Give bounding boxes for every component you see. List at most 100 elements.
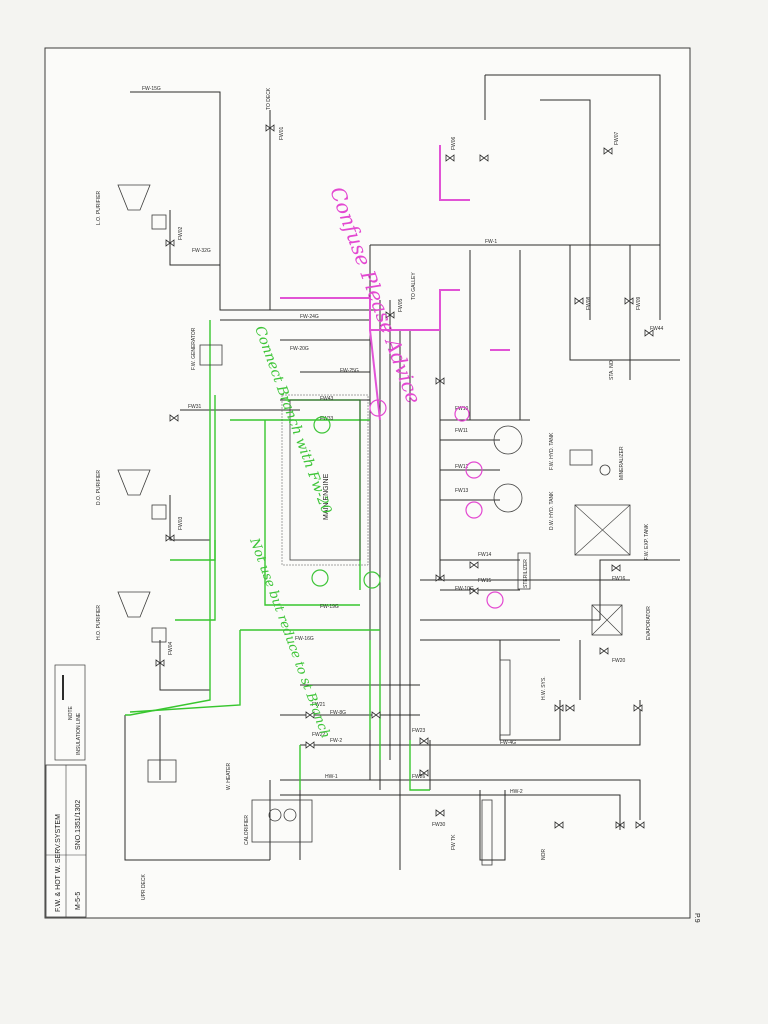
evaporator: EVAPORATOR bbox=[591, 604, 652, 640]
valve-symbol bbox=[371, 711, 381, 719]
valve-symbol bbox=[435, 809, 445, 817]
valve-symbol bbox=[599, 647, 609, 655]
mineralizer: MINERALIZER bbox=[569, 446, 625, 480]
title-block: F.W. & HOT W. SERV.SYSTEM SNO.1351/1302 … bbox=[45, 764, 87, 918]
line-tag: FW-15G bbox=[142, 86, 161, 92]
ho-purifier: H.O. PURIFIER bbox=[96, 591, 167, 643]
lo-purifier-label: L.O. PURIFIER bbox=[96, 190, 102, 225]
valve-symbol bbox=[165, 239, 175, 247]
legend-item: INSULATION LINE bbox=[76, 712, 82, 755]
valve-symbol bbox=[554, 821, 564, 829]
valve-symbol bbox=[305, 711, 315, 719]
valve-tag: FW22 bbox=[312, 732, 326, 738]
legend: NOTE INSULATION LINE bbox=[54, 664, 86, 761]
line-tags: FW-15G FW-32G FW-24G FW-20G FW-25G FW-16… bbox=[142, 86, 523, 795]
valve-tag: FW44 bbox=[650, 326, 664, 332]
ho-purifier-label: H.O. PURIFIER bbox=[96, 605, 102, 640]
fw-generator: F.W. GENERATOR bbox=[191, 327, 223, 370]
valve-tag: FW31 bbox=[188, 404, 202, 410]
lo-purifier: L.O. PURIFIER bbox=[96, 184, 167, 230]
valve-symbol bbox=[644, 329, 654, 337]
valve-symbol bbox=[633, 704, 643, 712]
line-tag: FW-20G bbox=[290, 346, 309, 352]
line-tag: FW-32G bbox=[192, 248, 211, 254]
valve-tag: FW23 bbox=[412, 728, 426, 734]
valve-tag: FW30 bbox=[432, 822, 446, 828]
valve-symbol bbox=[165, 534, 175, 542]
valve-symbol bbox=[554, 704, 564, 712]
side-labels: TO DECK FW TK NOR H.W. SYS. TO GALLEY ST… bbox=[141, 87, 615, 900]
line-tag: FW-1 bbox=[485, 239, 497, 245]
valve-tag: FW20 bbox=[612, 658, 626, 664]
valve-symbol bbox=[155, 659, 165, 667]
evaporator-label: EVAPORATOR bbox=[646, 606, 652, 640]
mineralizer-label: MINERALIZER bbox=[619, 446, 625, 480]
calorifier-label: CALORIFIER bbox=[244, 815, 250, 845]
fw-exp-tank-label: F.W. EXP. TANK bbox=[644, 523, 650, 560]
valve-symbol bbox=[265, 124, 275, 132]
line-tag: FW-2 bbox=[330, 738, 342, 744]
line-tag: FW-19G bbox=[320, 604, 339, 610]
valve-tag: FW08 bbox=[586, 296, 592, 310]
valve-tag: FW12 bbox=[455, 464, 469, 470]
valve-tag: FW43 bbox=[320, 396, 334, 402]
nor-label: NOR bbox=[541, 849, 547, 861]
valve-tag: FW09 bbox=[636, 296, 642, 310]
valve-tag: FW04 bbox=[168, 641, 174, 655]
do-purifier-label: D.O. PURIFIER bbox=[96, 470, 102, 505]
valve-tag: FW11 bbox=[455, 428, 468, 434]
sta-no-label: STA. NO bbox=[609, 360, 615, 380]
valve-symbol bbox=[305, 741, 315, 749]
valve-symbol bbox=[469, 561, 479, 569]
fw-generator-label: F.W. GENERATOR bbox=[191, 327, 197, 370]
valve-tag: FW02 bbox=[178, 226, 184, 240]
valve-symbol bbox=[469, 587, 479, 595]
valve-symbol bbox=[419, 769, 429, 777]
sterilizer-label: STERILIZER bbox=[523, 559, 529, 588]
valve-tag: FW10 bbox=[455, 406, 469, 412]
pipework bbox=[124, 74, 680, 870]
green-markup-lines bbox=[125, 320, 430, 791]
fw-hyd-tank: F.W. HYD. TANK bbox=[493, 425, 555, 470]
line-tag: FW-16G bbox=[295, 636, 314, 642]
valve-symbol bbox=[624, 297, 634, 305]
page-number: P.9 bbox=[693, 913, 700, 923]
dw-hyd-tank: D.W. HYD. TANK bbox=[493, 483, 555, 530]
line-tag: FW-8G bbox=[330, 710, 346, 716]
valve-tag: FW07 bbox=[614, 131, 620, 145]
fw-hyd-tank-label: F.W. HYD. TANK bbox=[549, 432, 555, 470]
valve-symbol bbox=[603, 147, 613, 155]
drawing-number: M-5-5 bbox=[75, 892, 82, 910]
water-heater-label: W. HEATER bbox=[226, 762, 232, 790]
valve-symbol bbox=[435, 574, 445, 582]
line-tag: FW-10G bbox=[455, 586, 474, 592]
to-galley-label: TO GALLEY bbox=[411, 272, 417, 300]
valve-symbol bbox=[574, 297, 584, 305]
calorifier: CALORIFIER bbox=[244, 799, 313, 845]
fw-tk-label: FW TK bbox=[451, 834, 457, 850]
valve-symbol bbox=[565, 704, 575, 712]
upr-deck-label: UPR DECK bbox=[141, 873, 147, 900]
line-tag: FW-4G bbox=[500, 740, 516, 746]
main-engine-label: MAIN ENGINE bbox=[323, 473, 330, 520]
water-heater: W. HEATER bbox=[147, 759, 232, 790]
hw-sys-label: H.W. SYS. bbox=[541, 676, 547, 700]
valve-tag: FW21 bbox=[312, 702, 326, 708]
valve-symbol bbox=[479, 154, 489, 162]
valve-tag: FW13 bbox=[455, 488, 469, 494]
ship-number: SNO.1351/1302 bbox=[75, 800, 82, 850]
valve-symbol bbox=[611, 564, 621, 572]
valve-symbol bbox=[169, 414, 179, 422]
valve-symbol bbox=[615, 821, 625, 829]
valve-tag: FW01 bbox=[279, 126, 285, 140]
valve-tag: FW16 bbox=[612, 576, 626, 582]
valve-tag: FW05 bbox=[398, 298, 404, 312]
fw-exp-tank: F.W. EXP. TANK bbox=[574, 504, 650, 560]
valve-symbol bbox=[435, 377, 445, 385]
distribution-header bbox=[481, 659, 511, 866]
to-deck-label: TO DECK bbox=[266, 87, 272, 110]
valve-symbol bbox=[635, 821, 645, 829]
valve-symbol bbox=[419, 737, 429, 745]
